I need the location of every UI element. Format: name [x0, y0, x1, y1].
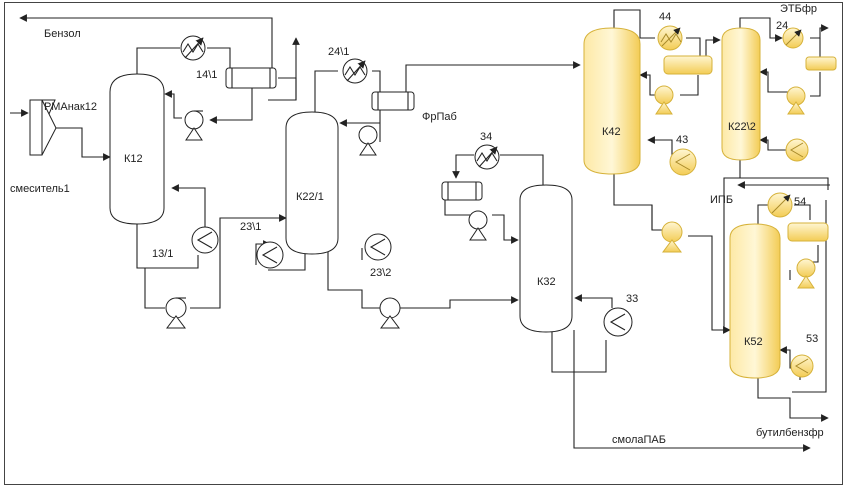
- label-ipb: ИПБ: [710, 194, 733, 206]
- diagram-frame: [4, 2, 843, 485]
- pump-13: [165, 297, 187, 329]
- label-benzol: Бензол: [44, 28, 81, 40]
- label-k32: К32: [537, 276, 556, 288]
- pump-23: [379, 297, 401, 329]
- reboiler-33: [603, 307, 633, 337]
- separator-24-k22: [805, 56, 837, 71]
- label-k52: К52: [744, 336, 763, 348]
- column-k22-1: [285, 111, 339, 255]
- reboiler-13-1: [191, 226, 219, 254]
- label-k22-1: К22/1: [296, 191, 324, 203]
- label-he-43: 43: [676, 134, 688, 146]
- label-he-44: 44: [659, 11, 671, 23]
- column-k32: [519, 184, 573, 333]
- label-smola: смолаПАБ: [612, 434, 666, 446]
- separator-24: [371, 91, 415, 111]
- pump-44: [654, 85, 674, 115]
- heat-exchanger-54: [767, 192, 793, 218]
- label-he-53: 53: [806, 333, 818, 345]
- separator-frpab: [441, 181, 483, 201]
- reboiler-23-1: [256, 241, 284, 269]
- heat-exchanger-24-1: [342, 58, 368, 84]
- label-he-24-1: 24\1: [328, 46, 349, 58]
- reboiler-k22-2: [785, 138, 809, 162]
- reboiler-43: [669, 148, 697, 176]
- pump-k22-2: [786, 86, 806, 115]
- heat-exchanger-24: [782, 27, 804, 49]
- column-k42: [583, 27, 641, 175]
- column-k22-2: [721, 27, 761, 161]
- pump-43: [661, 221, 683, 253]
- label-k22-2: К22\2: [728, 121, 756, 133]
- label-he-23-2: 23\2: [370, 267, 391, 279]
- heat-exchanger-34: [474, 144, 500, 170]
- label-he-34: 34: [480, 131, 492, 143]
- reboiler-53: [790, 354, 814, 378]
- pump-54: [796, 258, 816, 289]
- pump-34: [468, 210, 488, 241]
- label-butil: бутилбензфр: [756, 427, 824, 439]
- pump-14: [184, 110, 204, 141]
- label-k42: К42: [602, 126, 621, 138]
- reboiler-23-2: [364, 233, 392, 261]
- separator-54: [787, 222, 829, 242]
- heat-exchanger-14-1: [180, 35, 206, 61]
- label-etbfr: ЭТБфр: [780, 3, 817, 15]
- label-k12: К12: [124, 153, 143, 165]
- label-frpab: ФрПаб: [422, 111, 457, 123]
- piping: [10, 9, 830, 452]
- pump-24: [358, 125, 378, 156]
- label-he-24: 24: [776, 20, 788, 32]
- separator-44: [663, 55, 713, 75]
- label-13-1: 13/1: [152, 248, 173, 260]
- label-he-23-1: 23\1: [240, 221, 261, 233]
- column-k52: [729, 223, 781, 379]
- label-smesitel: смеситель1: [10, 183, 70, 195]
- separator-14: [225, 67, 277, 89]
- column-k12: [109, 73, 165, 225]
- label-he-33: 33: [626, 293, 638, 305]
- label-he-14-1: 14\1: [196, 69, 217, 81]
- heat-exchanger-44: [657, 25, 683, 51]
- label-rma: РМАнак12: [44, 101, 97, 113]
- label-he-54: 54: [794, 196, 806, 208]
- mixer-smesitel1: [29, 99, 57, 156]
